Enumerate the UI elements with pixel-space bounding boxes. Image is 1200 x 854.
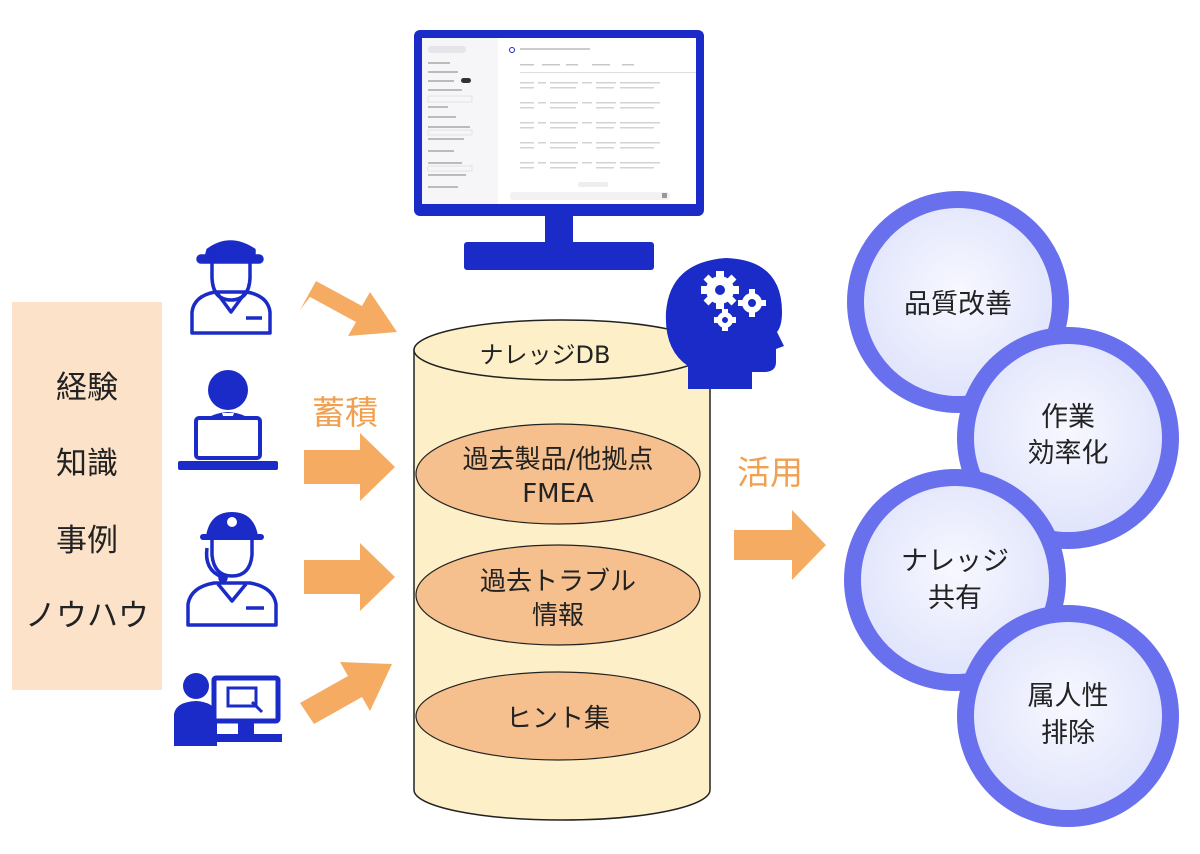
db-item-line1: 過去製品/他拠点 [463,445,654,475]
arrow-icon [300,662,392,724]
monitor-icon [414,30,704,270]
arrow-icon [300,281,397,336]
knowledge-item: 知識 [56,446,118,482]
utilize-arrow-icon [734,510,826,580]
arrow-icon [304,433,395,501]
worker-cap-icon [190,240,272,335]
arrow-icon [304,543,395,611]
input-arrows [300,281,397,724]
screen-content [422,38,696,204]
knowledge-item: 事例 [56,523,118,559]
head-gears-icon [665,258,784,389]
benefit-line2: 排除 [1041,718,1095,749]
db-item-fmea: 過去製品/他拠点 FMEA [415,423,701,525]
db-title: ナレッジDB [480,341,611,369]
office-worker-laptop-icon [178,370,278,470]
db-item-hints: ヒント集 [415,671,701,761]
benefit-line2: 共有 [928,583,982,614]
knowledge-item: ノウハウ [25,598,149,634]
computer-user-icon [174,673,282,746]
db-item-trouble: 過去トラブル 情報 [415,544,701,646]
knowledge-panel: 経験 知識 事例 ノウハウ [12,302,162,690]
benefit-line1: 品質改善 [904,289,1012,320]
helmet-headset-worker-icon [186,512,278,627]
utilize-label: 活用 [737,453,803,492]
db-item-line2: 情報 [532,601,584,631]
benefit-line2: 効率化 [1028,438,1109,469]
db-item-line1: 過去トラブル [480,567,636,597]
benefit-dependency: 属人性 排除 [957,605,1179,827]
db-item-line1: ヒント集 [506,704,610,734]
accumulate-label: 蓄積 [312,393,378,432]
knowledge-item: 経験 [56,370,118,406]
db-item-line2: FMEA [522,479,594,509]
benefit-line1: ナレッジ [901,546,1009,577]
benefit-line1: 属人性 [1028,681,1109,712]
knowledge-db-cylinder: ナレッジDB 過去製品/他拠点 FMEA 過去トラブル 情報 ヒント集 [413,319,711,821]
benefit-circles: 品質改善 作業 効率化 ナレッジ 共有 属人性 排除 [844,191,1179,827]
benefit-line1: 作業 [1041,402,1095,433]
